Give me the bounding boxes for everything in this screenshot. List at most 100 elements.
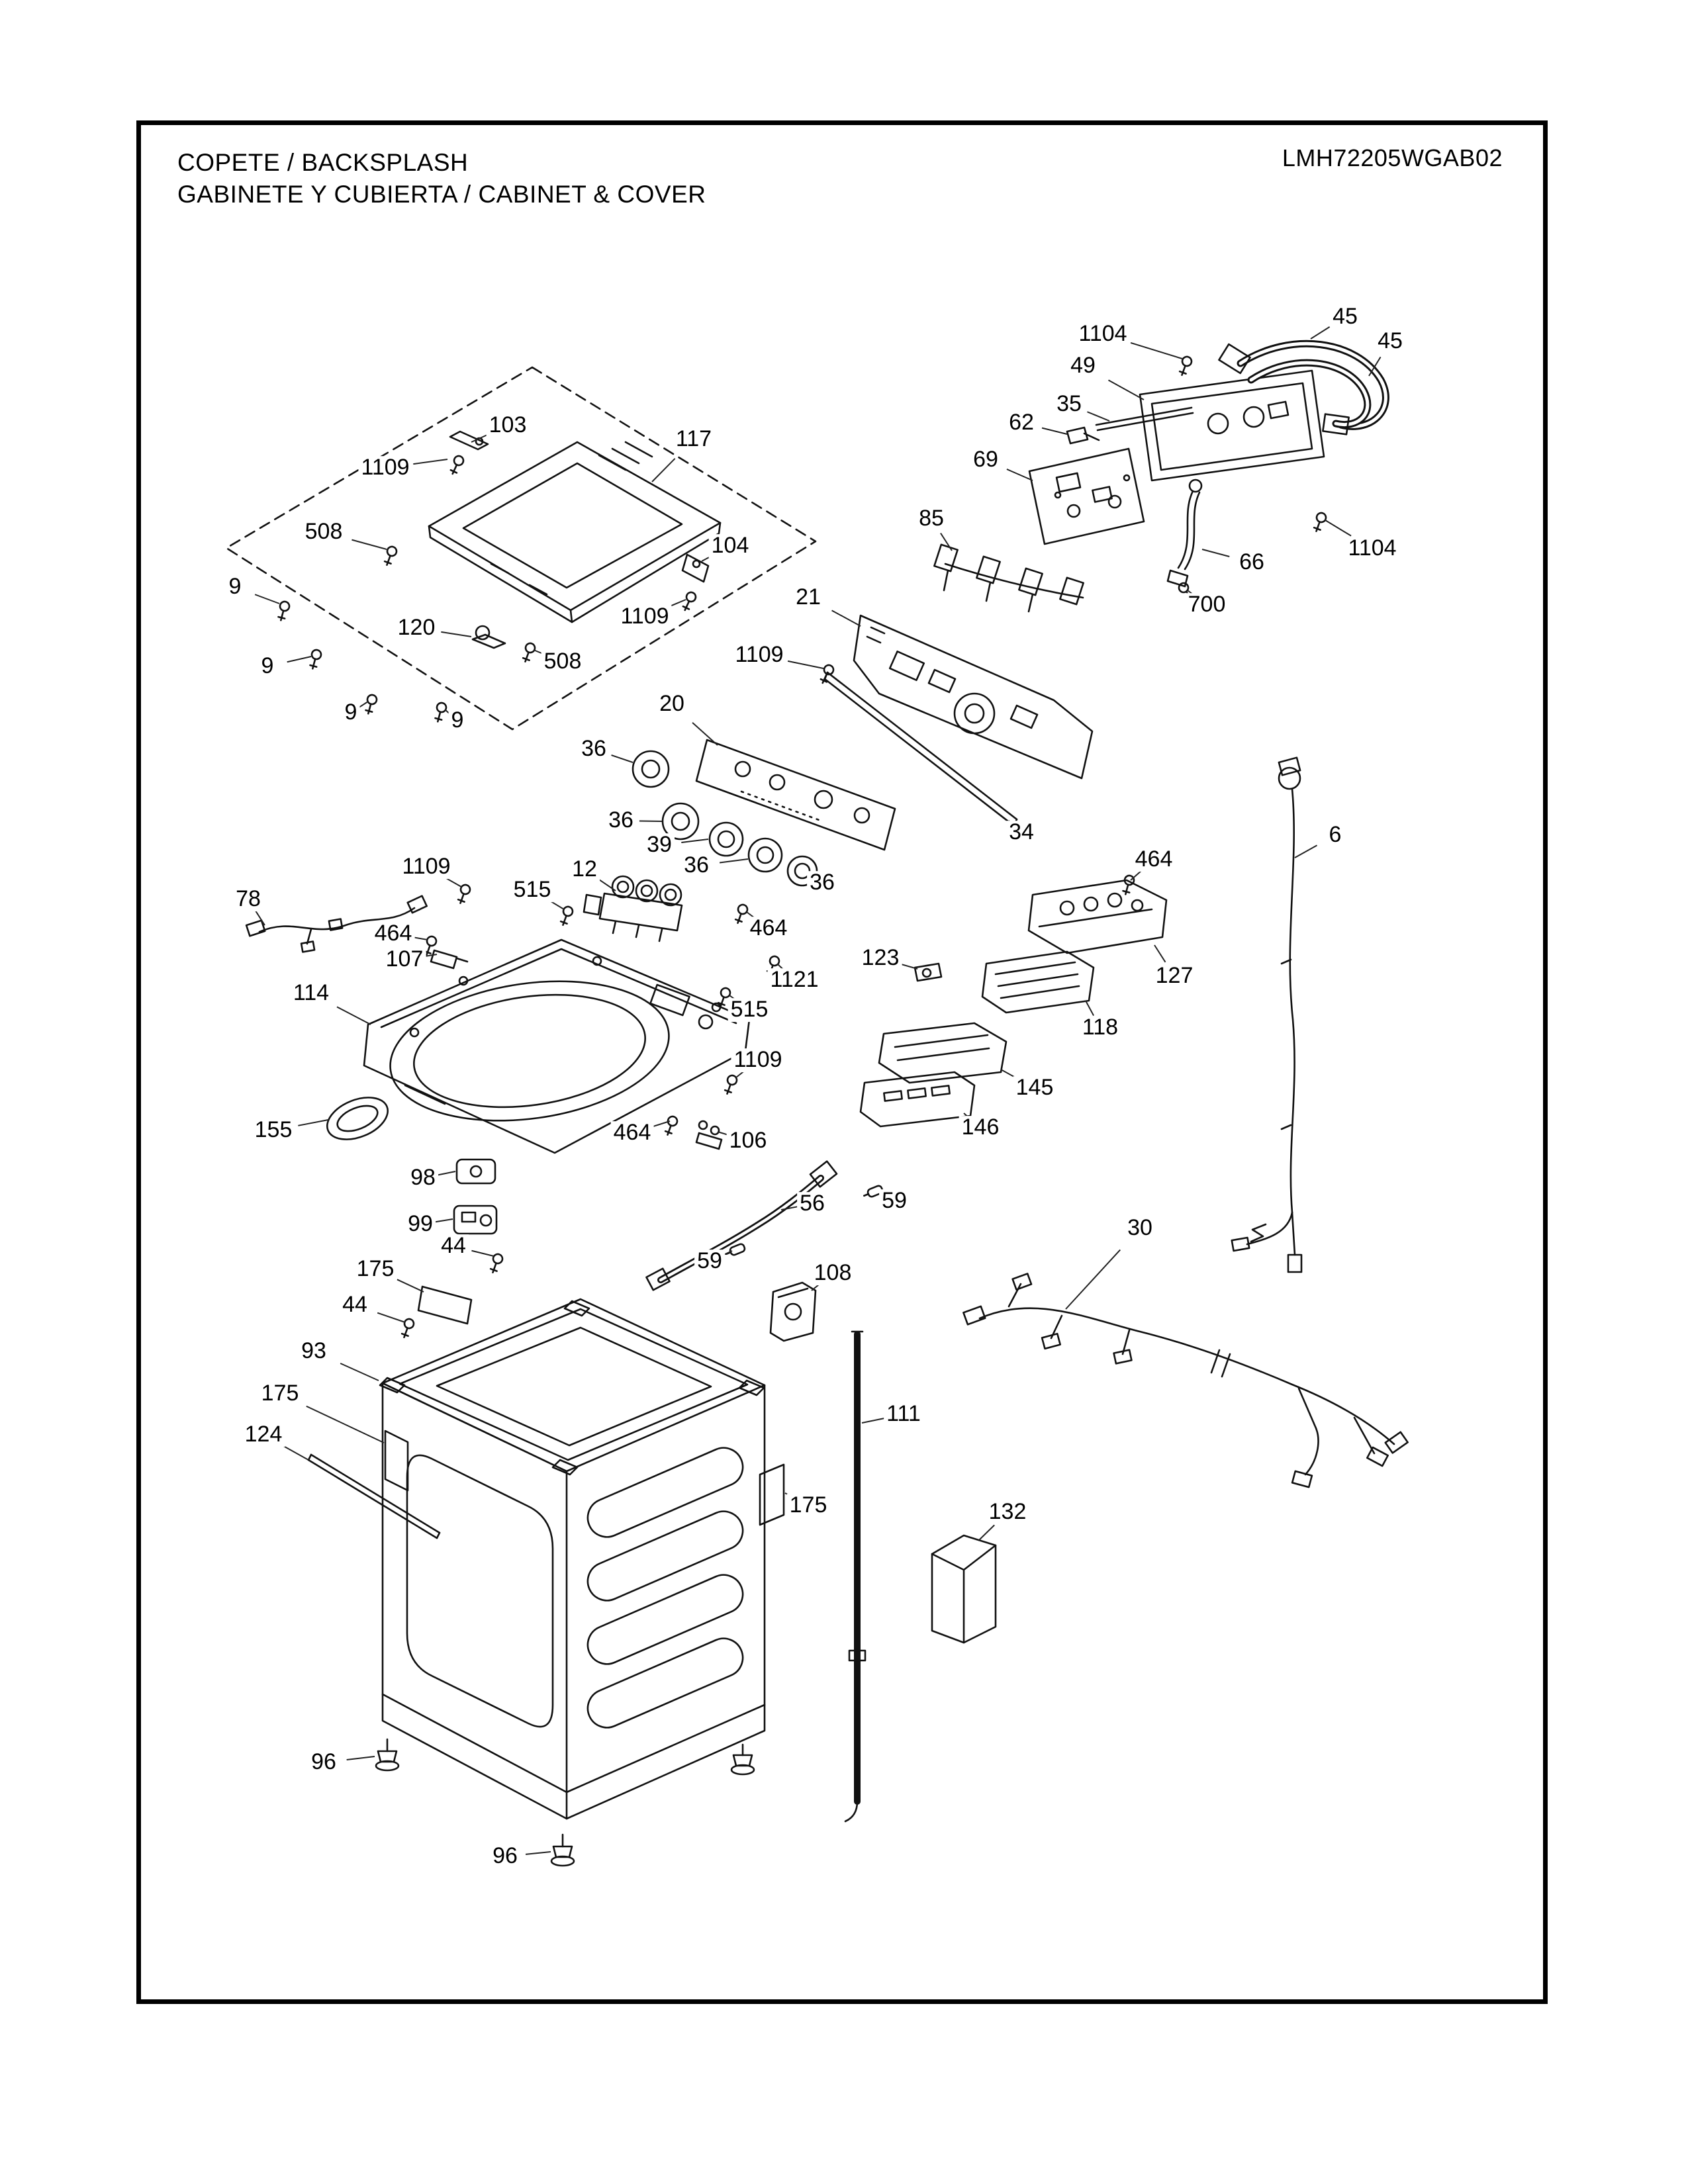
fitting-107 <box>430 949 469 970</box>
part-callout-464: 464 <box>747 916 790 940</box>
part-callout-35: 35 <box>1054 392 1084 416</box>
part-callout-93: 93 <box>299 1339 329 1363</box>
part-callout-1121: 1121 <box>767 968 821 992</box>
part-callout-85: 85 <box>916 506 947 531</box>
part-callout-9: 9 <box>448 708 467 733</box>
hinge-damper-120 <box>471 625 506 649</box>
part-callout-69: 69 <box>970 447 1001 472</box>
harness-78 <box>245 895 428 953</box>
part-callout-21: 21 <box>793 585 823 610</box>
handle-155 <box>326 1097 389 1140</box>
part-callout-118: 118 <box>1079 1015 1121 1040</box>
title-line-1: COPETE / BACKSPLASH <box>177 149 469 176</box>
part-callout-36: 36 <box>681 853 712 878</box>
part-callout-78: 78 <box>233 887 263 911</box>
part-callout-1109: 1109 <box>618 604 672 629</box>
trim-35 <box>1095 406 1194 432</box>
bracket-108 <box>769 1281 817 1342</box>
harness-6 <box>1231 756 1303 1273</box>
part-callout-124: 124 <box>242 1422 285 1447</box>
tube-111 <box>844 1330 867 1823</box>
part-callout-1109: 1109 <box>399 854 453 879</box>
part-callout-30: 30 <box>1125 1216 1155 1240</box>
part-callout-98: 98 <box>408 1165 438 1190</box>
part-callout-49: 49 <box>1068 353 1098 378</box>
label-175-sticker <box>759 1463 785 1526</box>
part-callout-9: 9 <box>258 654 277 678</box>
model-number: LMH72205WGAB02 <box>1282 144 1503 171</box>
part-callout-175: 175 <box>353 1257 397 1281</box>
part-106 <box>695 1120 723 1150</box>
part-callout-508: 508 <box>302 520 346 544</box>
part-callout-464: 464 <box>610 1120 654 1145</box>
bracket-66 <box>1166 478 1203 588</box>
control-board-69 <box>1028 447 1145 545</box>
part-callout-146: 146 <box>959 1115 1002 1140</box>
part-callout-20: 20 <box>657 692 687 716</box>
connector-62 <box>1066 426 1100 445</box>
part-callout-1109: 1109 <box>731 1048 785 1072</box>
diagram-border <box>136 120 1548 2004</box>
leader-lines <box>254 326 1382 1855</box>
top-cover-114 <box>363 938 751 1154</box>
part-callout-1104: 1104 <box>1345 536 1399 561</box>
label-175-sticker <box>384 1430 409 1492</box>
title-block: COPETE / BACKSPLASH GABINETE Y CUBIERTA … <box>177 147 706 210</box>
part-callout-155: 155 <box>252 1118 295 1142</box>
part-callout-127: 127 <box>1152 964 1196 988</box>
part-callout-175: 175 <box>258 1381 302 1406</box>
part-callout-96: 96 <box>308 1750 339 1774</box>
part-callout-56: 56 <box>797 1191 827 1216</box>
part-callout-12: 12 <box>569 857 600 882</box>
part-callout-107: 107 <box>383 947 426 972</box>
panel-overlay-20 <box>695 739 896 851</box>
part-callout-123: 123 <box>859 946 902 970</box>
part-callout-36: 36 <box>579 737 609 761</box>
part-callout-175: 175 <box>786 1493 830 1518</box>
lid <box>428 441 722 623</box>
part-callout-508: 508 <box>541 649 585 674</box>
part-callout-66: 66 <box>1237 550 1267 574</box>
part-callout-45: 45 <box>1375 329 1405 353</box>
part-callout-145: 145 <box>1013 1075 1056 1100</box>
part-98 <box>455 1158 496 1185</box>
water-valve-12 <box>583 875 683 942</box>
lid-group-boundary <box>225 366 817 731</box>
harness-30 <box>962 1273 1409 1488</box>
part-callout-120: 120 <box>395 615 438 640</box>
part-callout-515: 515 <box>510 878 554 902</box>
dispenser-housing-127 <box>1027 879 1168 954</box>
dispenser-tray-118 <box>981 950 1095 1014</box>
literature-132 <box>931 1534 997 1644</box>
part-callout-9: 9 <box>226 574 244 599</box>
part-callout-464: 464 <box>1132 847 1176 872</box>
part-callout-44: 44 <box>340 1293 370 1317</box>
part-callout-104: 104 <box>708 533 752 558</box>
fill-hoses-45 <box>1218 340 1389 435</box>
title-line-2: GABINETE Y CUBIERTA / CABINET & COVER <box>177 181 706 208</box>
part-callout-108: 108 <box>811 1261 855 1285</box>
cabinet-93 <box>379 1298 766 1820</box>
part-callout-464: 464 <box>371 921 415 946</box>
part-callout-114: 114 <box>290 981 332 1005</box>
part-callout-34: 34 <box>1006 820 1037 844</box>
part-callout-45: 45 <box>1330 304 1360 329</box>
leveling-leg-96 <box>375 1738 400 1772</box>
part-callout-36: 36 <box>807 870 837 895</box>
label-175-sticker <box>417 1285 473 1325</box>
part-callout-36: 36 <box>606 808 636 833</box>
part-callout-111: 111 <box>884 1402 923 1426</box>
leveling-leg-96 <box>550 1833 575 1867</box>
part-callout-1104: 1104 <box>1076 322 1130 346</box>
part-99 <box>453 1205 498 1235</box>
part-callout-96: 96 <box>490 1844 520 1868</box>
cap-123 <box>914 962 943 982</box>
part-callout-700: 700 <box>1185 592 1229 617</box>
part-callout-1109: 1109 <box>358 455 412 480</box>
leveling-leg-96 <box>730 1743 755 1776</box>
part-callout-132: 132 <box>986 1500 1029 1524</box>
part-callout-6: 6 <box>1326 823 1344 847</box>
part-callout-515: 515 <box>727 997 771 1022</box>
